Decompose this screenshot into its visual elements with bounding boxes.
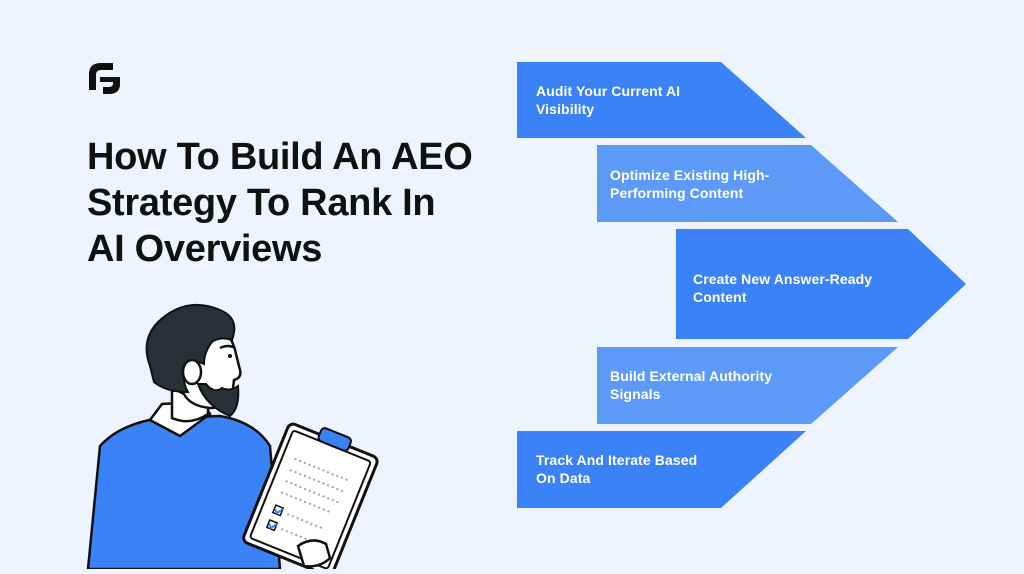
step-5-label-line-2: On Data	[536, 470, 591, 486]
title-line-1: How To Build An AEO	[87, 136, 473, 178]
step-3-label-line-2: Content	[693, 289, 747, 305]
step-5-label: Track And Iterate Based On Data	[536, 451, 697, 487]
title-line-3: AI Overviews	[87, 228, 323, 270]
step-4-label-line-1: Build External Authority	[610, 368, 773, 384]
step-2-label-line-2: Performing Content	[610, 185, 744, 201]
step-2: Optimize Existing High- Performing Conte…	[597, 145, 898, 222]
step-1-label-line-2: Visibility	[536, 101, 595, 117]
step-1-label: Audit Your Current AI Visibility	[536, 82, 680, 118]
step-1-shape	[517, 62, 806, 138]
step-4-label-line-2: Signals	[610, 386, 661, 402]
step-4-shape	[597, 347, 898, 424]
step-3: Create New Answer-Ready Content	[676, 229, 966, 339]
step-5: Track And Iterate Based On Data	[517, 431, 806, 508]
man-with-clipboard-illustration	[80, 296, 380, 574]
step-3-label: Create New Answer-Ready Content	[693, 270, 872, 306]
step-2-shape	[597, 145, 898, 222]
page-title: How To Build An AEO Strategy To Rank In …	[87, 134, 527, 272]
step-1-label-line-1: Audit Your Current AI	[536, 83, 681, 99]
step-3-label-line-1: Create New Answer-Ready	[693, 271, 873, 287]
step-1: Audit Your Current AI Visibility	[517, 62, 806, 138]
step-2-label: Optimize Existing High- Performing Conte…	[610, 166, 769, 202]
step-5-shape	[517, 431, 806, 508]
step-5-label-line-1: Track And Iterate Based	[536, 452, 698, 468]
step-2-label-line-1: Optimize Existing High-	[610, 167, 770, 183]
g-logo-icon	[86, 60, 124, 96]
title-line-2: Strategy To Rank In	[87, 182, 436, 224]
step-4: Build External Authority Signals	[597, 347, 898, 424]
step-4-label: Build External Authority Signals	[610, 367, 772, 403]
step-3-shape	[676, 229, 966, 339]
